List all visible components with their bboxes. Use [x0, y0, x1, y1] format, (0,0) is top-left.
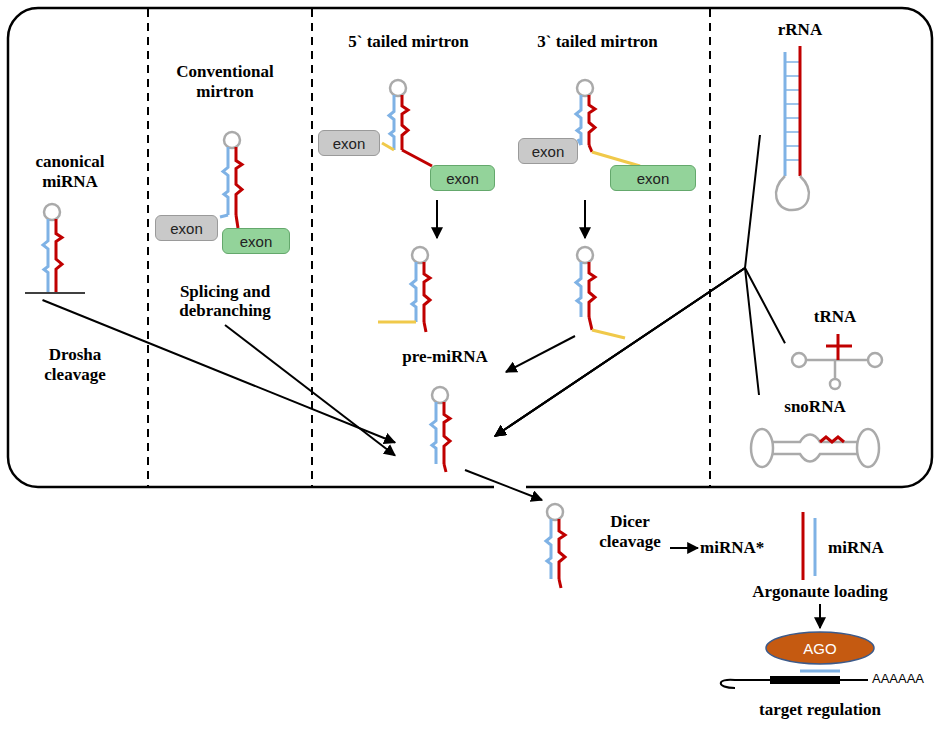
exon-box: exon [318, 130, 380, 156]
mirna-group: 5` tailed mirtron exon exon [316, 30, 501, 195]
snorna-structure [751, 429, 879, 467]
process-arrow [437, 200, 820, 628]
trna-structure [792, 334, 882, 389]
mirna-group: 3` tailed mirtron exon exon [490, 30, 705, 195]
hairpin [378, 247, 430, 332]
flow-arrow [495, 268, 759, 436]
hairpin [546, 504, 565, 588]
node-label: pre-miRNA [402, 347, 488, 367]
annotation-label: Drosha cleavage [25, 345, 125, 384]
argonaute-ellipse: AGO [765, 631, 875, 665]
hairpin [576, 247, 625, 338]
annotation-label: miRNA [828, 538, 884, 558]
hairpin [220, 132, 242, 228]
hairpin [576, 80, 640, 166]
mirna-group: Conventional mirtronSplicing and debranc… [150, 60, 300, 325]
mirna-group: canonical miRNA [15, 150, 125, 300]
mirna-duplex [803, 512, 815, 580]
annotation-label: Argonaute loading [735, 582, 905, 602]
node-label: 3` tailed mirtron [537, 32, 658, 52]
exon-label: exon [333, 135, 366, 152]
annotation-label: AAAAAA [872, 671, 924, 686]
flow-arrow [225, 325, 395, 456]
node-label: Splicing and debranching [165, 282, 285, 321]
rna-group: rRNA [760, 18, 840, 213]
rrna-structure [776, 46, 809, 210]
pre-mirna-group: pre-miRNA [395, 345, 495, 475]
exon-label: exon [170, 220, 203, 237]
annotation-label: Dicer cleavage [592, 512, 668, 551]
node-label: rRNA [778, 20, 822, 40]
cell-outline [8, 8, 932, 487]
exon-label: exon [446, 170, 479, 187]
exon-label: exon [240, 233, 273, 250]
flow-arrow [495, 135, 760, 436]
annotation-label: target regulation [735, 700, 905, 720]
node-label: Conventional mirtron [165, 62, 285, 101]
exon-box: exon [222, 228, 290, 254]
divider [148, 9, 710, 486]
exon-box: exon [610, 165, 696, 191]
node-label: canonical miRNA [23, 152, 118, 191]
node-label: AGO [803, 640, 836, 657]
base-line [25, 292, 85, 294]
rna-group: tRNA [785, 305, 885, 390]
exon-box: exon [155, 215, 218, 241]
node-label: 5` tailed mirtron [348, 32, 469, 52]
exon-box: exon [518, 138, 578, 164]
hairpin [43, 204, 62, 292]
node-label: tRNA [814, 307, 857, 327]
target-mrna [721, 671, 868, 688]
annotation-label: miRNA* [700, 538, 764, 558]
rna-group: snoRNA [745, 395, 885, 480]
hairpin [431, 387, 450, 472]
hairpin [382, 80, 432, 166]
exon-label: exon [637, 170, 670, 187]
flow-arrow [495, 268, 785, 436]
exon-box: exon [430, 165, 495, 191]
exon-label: exon [532, 143, 565, 160]
node-label: snoRNA [784, 397, 845, 417]
